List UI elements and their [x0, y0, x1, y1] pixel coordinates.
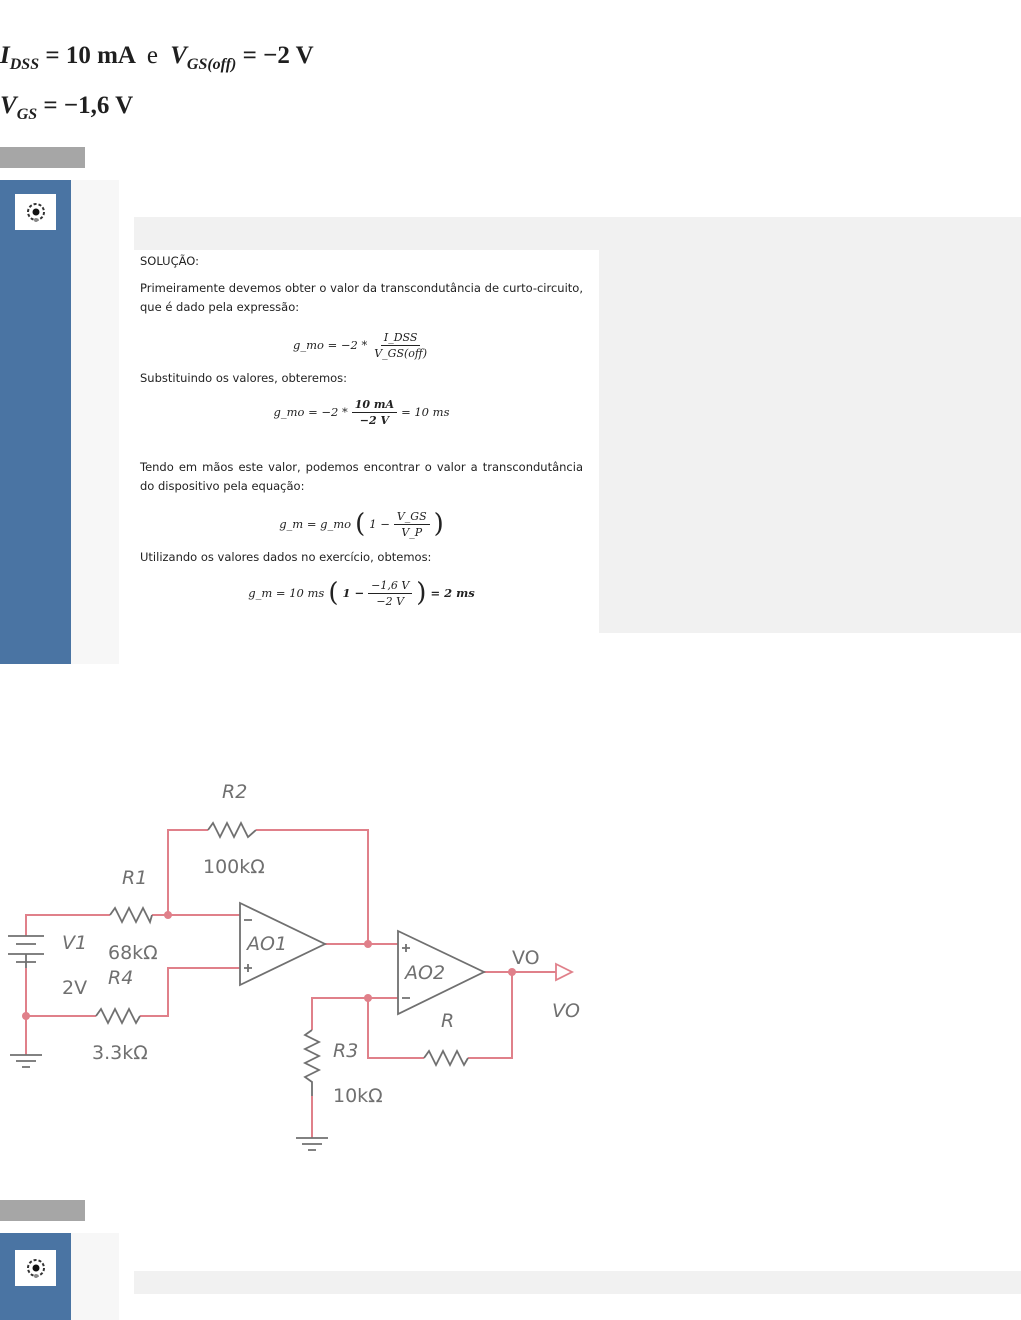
battery-v1: [8, 935, 44, 963]
label-r1: R1: [122, 867, 147, 889]
solution-paragraph-1: Primeiramente devemos obter o valor da t…: [140, 281, 583, 314]
answer-sidebar: [0, 180, 71, 664]
solution-heading: SOLUÇÃO:: [140, 254, 200, 268]
label-vo-port: VO: [552, 1000, 580, 1022]
resistor-r: [423, 1048, 469, 1068]
resistor-r1: [109, 905, 153, 925]
label-r2: R2: [222, 781, 247, 803]
equation-gmo-value: g_mo = −2 * 10 mA−2 V = 10 ms: [273, 397, 450, 427]
solution-image: SOLUÇÃO: Primeiramente devemos obter o v…: [134, 250, 599, 633]
opamp-ao2: [397, 929, 487, 1016]
label-v1-value: 2V: [62, 977, 87, 999]
formula-vgs: VGS = −1,6 V: [0, 92, 134, 123]
label-r3-value: 10kΩ: [333, 1085, 383, 1107]
gray-tab: [0, 147, 85, 168]
resistor-r3: [302, 1029, 322, 1096]
label-ao2: AO2: [403, 962, 445, 984]
answer-panel-2: [134, 1271, 1021, 1294]
answer-sidebar-2: [0, 1233, 71, 1320]
answer-gutter-2: [71, 1233, 119, 1320]
junction-dots: [22, 911, 516, 1020]
equation-gm-value: g_m = 10 ms ( 1 − −1,6 V−2 V ) = 2 ms: [248, 578, 475, 608]
radio-selected-icon[interactable]: [15, 194, 56, 230]
solution-paragraph-3: Tendo em mãos este valor, podemos encont…: [140, 460, 583, 493]
label-r4: R4: [108, 967, 133, 989]
components: [8, 820, 575, 1151]
resistor-r2: [207, 820, 257, 840]
opamp-ao1: [239, 901, 328, 987]
answer-gutter: [71, 180, 119, 664]
wires: [25, 829, 556, 1138]
label-r: R: [441, 1010, 454, 1032]
formula-idss-vgsoff: IDSS = 10 mA e VGS(off) = −2 V: [0, 42, 314, 73]
label-r2-value: 100kΩ: [203, 856, 265, 878]
ground-left: [10, 1054, 42, 1068]
solution-paragraph-2: Substituindo os valores, obteremos:: [140, 371, 348, 385]
label-v1: V1: [62, 932, 87, 954]
gray-tab-2: [0, 1200, 85, 1221]
label-r1-value: 68kΩ: [108, 942, 158, 964]
label-vo-node: VO: [512, 947, 540, 969]
solution-paragraph-4: Utilizando os valores dados no exercício…: [140, 550, 432, 564]
output-port: [555, 962, 575, 982]
label-r3: R3: [333, 1040, 358, 1062]
circuit-diagram: R2 100kΩ R1 V1 68kΩ R4 2V 3.3kΩ AO1 AO2 …: [8, 781, 580, 1151]
ground-r3: [296, 1137, 328, 1151]
resistor-r4: [95, 1006, 141, 1026]
label-ao1: AO1: [245, 933, 287, 955]
radio-selected-icon[interactable]: [15, 1250, 56, 1286]
label-r4-value: 3.3kΩ: [92, 1042, 148, 1064]
